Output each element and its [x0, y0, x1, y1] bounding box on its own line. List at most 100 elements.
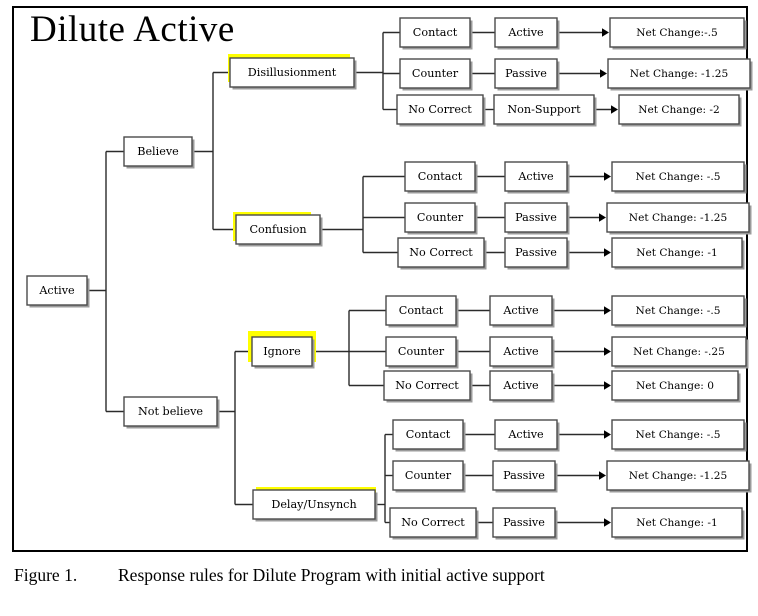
- node-outcome: Active: [489, 370, 555, 403]
- box-outline: [494, 17, 558, 48]
- box-label: Contact: [418, 170, 463, 183]
- node-response: Counter: [385, 336, 459, 369]
- box-outline: [492, 507, 556, 538]
- node-response: Contact: [404, 161, 478, 194]
- box-label: Counter: [398, 345, 445, 358]
- node-ignore: Ignore: [248, 331, 316, 369]
- box-label: Net Change: -.5: [636, 429, 721, 441]
- box-label: Net Change: -2: [638, 104, 720, 116]
- box-label: Active: [502, 345, 539, 358]
- box-outline: [26, 275, 88, 306]
- box-label: Active: [517, 170, 554, 183]
- arrow-head-icon: [604, 347, 611, 356]
- box-label: No Correct: [395, 379, 459, 392]
- box-outline: [123, 396, 218, 427]
- box-label: Passive: [505, 67, 547, 80]
- node-net-change: Net Change: 0: [611, 370, 741, 403]
- box-outline: [606, 202, 750, 233]
- node-response: Counter: [392, 460, 466, 493]
- box-outline: [251, 336, 313, 367]
- box-outline: [609, 17, 745, 48]
- box-label: No Correct: [409, 246, 473, 259]
- box-outline: [611, 507, 743, 538]
- box-label: Net Change: -1.25: [629, 212, 727, 224]
- box-label: Net Change: -1.25: [629, 470, 727, 482]
- box-outline: [385, 336, 457, 367]
- node-outcome: Passive: [492, 460, 558, 493]
- box-outline: [504, 237, 568, 268]
- box-outline: [611, 419, 745, 450]
- box-label: Contact: [413, 26, 458, 39]
- node-net-change: Net Change: -1: [611, 237, 745, 270]
- box-label: Net Change: -1: [636, 517, 718, 529]
- arrow-head-icon: [599, 471, 606, 480]
- box-outline: [489, 295, 553, 326]
- node-response: Contact: [392, 419, 466, 452]
- box-outline: [123, 136, 193, 167]
- box-outline: [494, 58, 558, 89]
- box-outline: [494, 419, 558, 450]
- node-response: Contact: [399, 17, 473, 50]
- box-label: No Correct: [408, 103, 472, 116]
- box-label: Disillusionment: [248, 66, 337, 79]
- arrow-head-icon: [604, 248, 611, 257]
- box-label: Counter: [405, 469, 452, 482]
- box-outline: [611, 237, 743, 268]
- node-outcome: Non-Support: [493, 94, 597, 127]
- box-outline: [611, 295, 745, 326]
- box-label: Net Change: -.25: [633, 346, 725, 358]
- node-response: Counter: [399, 58, 473, 91]
- node-response: No Correct: [396, 94, 486, 127]
- figure-caption: Figure 1.Response rules for Dilute Progr…: [14, 565, 758, 586]
- box-label: Net Change: -1: [636, 247, 718, 259]
- box-outline: [404, 202, 476, 233]
- box-outline: [235, 214, 321, 245]
- box-label: Confusion: [249, 223, 306, 236]
- node-delay: Delay/Unsynch: [252, 487, 378, 522]
- node-outcome: Passive: [504, 202, 570, 235]
- arrow-head-icon: [604, 518, 611, 527]
- box-label: Active: [502, 304, 539, 317]
- node-outcome: Passive: [494, 58, 560, 91]
- node-net-change: Net Change: -.5: [611, 419, 747, 452]
- box-label: Contact: [406, 428, 451, 441]
- arrow-head-icon: [604, 381, 611, 390]
- box-outline: [618, 94, 740, 125]
- box-outline: [385, 295, 457, 326]
- node-net-change: Net Change: -.25: [611, 336, 749, 369]
- node-outcome: Passive: [504, 237, 570, 270]
- box-label: Net Change:-.5: [636, 27, 718, 39]
- box-label: Passive: [515, 211, 557, 224]
- node-response: No Correct: [397, 237, 487, 270]
- node-response: Counter: [404, 202, 478, 235]
- node-net-change: Net Change: -.5: [611, 295, 747, 328]
- box-outline: [492, 460, 556, 491]
- tree-edges: [87, 28, 618, 527]
- node-outcome: Active: [489, 336, 555, 369]
- node-response: Contact: [385, 295, 459, 328]
- node-outcome: Active: [504, 161, 570, 194]
- node-confusion: Confusion: [233, 212, 323, 247]
- box-label: Active: [38, 284, 75, 297]
- arrow-head-icon: [599, 213, 606, 222]
- box-label: Net Change: 0: [636, 380, 714, 392]
- box-label: Ignore: [263, 345, 301, 358]
- box-outline: [392, 419, 464, 450]
- box-outline: [229, 57, 355, 88]
- box-label: Counter: [412, 67, 459, 80]
- arrow-head-icon: [604, 430, 611, 439]
- box-label: Passive: [503, 469, 545, 482]
- box-label: Net Change: -.5: [636, 171, 721, 183]
- node-outcome: Active: [494, 17, 560, 50]
- box-outline: [399, 58, 471, 89]
- node-net-change: Net Change: -1: [611, 507, 745, 540]
- box-outline: [611, 161, 745, 192]
- box-label: Contact: [399, 304, 444, 317]
- arrow-head-icon: [600, 69, 607, 78]
- box-label: Active: [507, 26, 544, 39]
- box-outline: [489, 336, 553, 367]
- node-net-change: Net Change: -1.25: [606, 202, 752, 235]
- arrow-head-icon: [604, 172, 611, 181]
- box-label: Net Change: -.5: [636, 305, 721, 317]
